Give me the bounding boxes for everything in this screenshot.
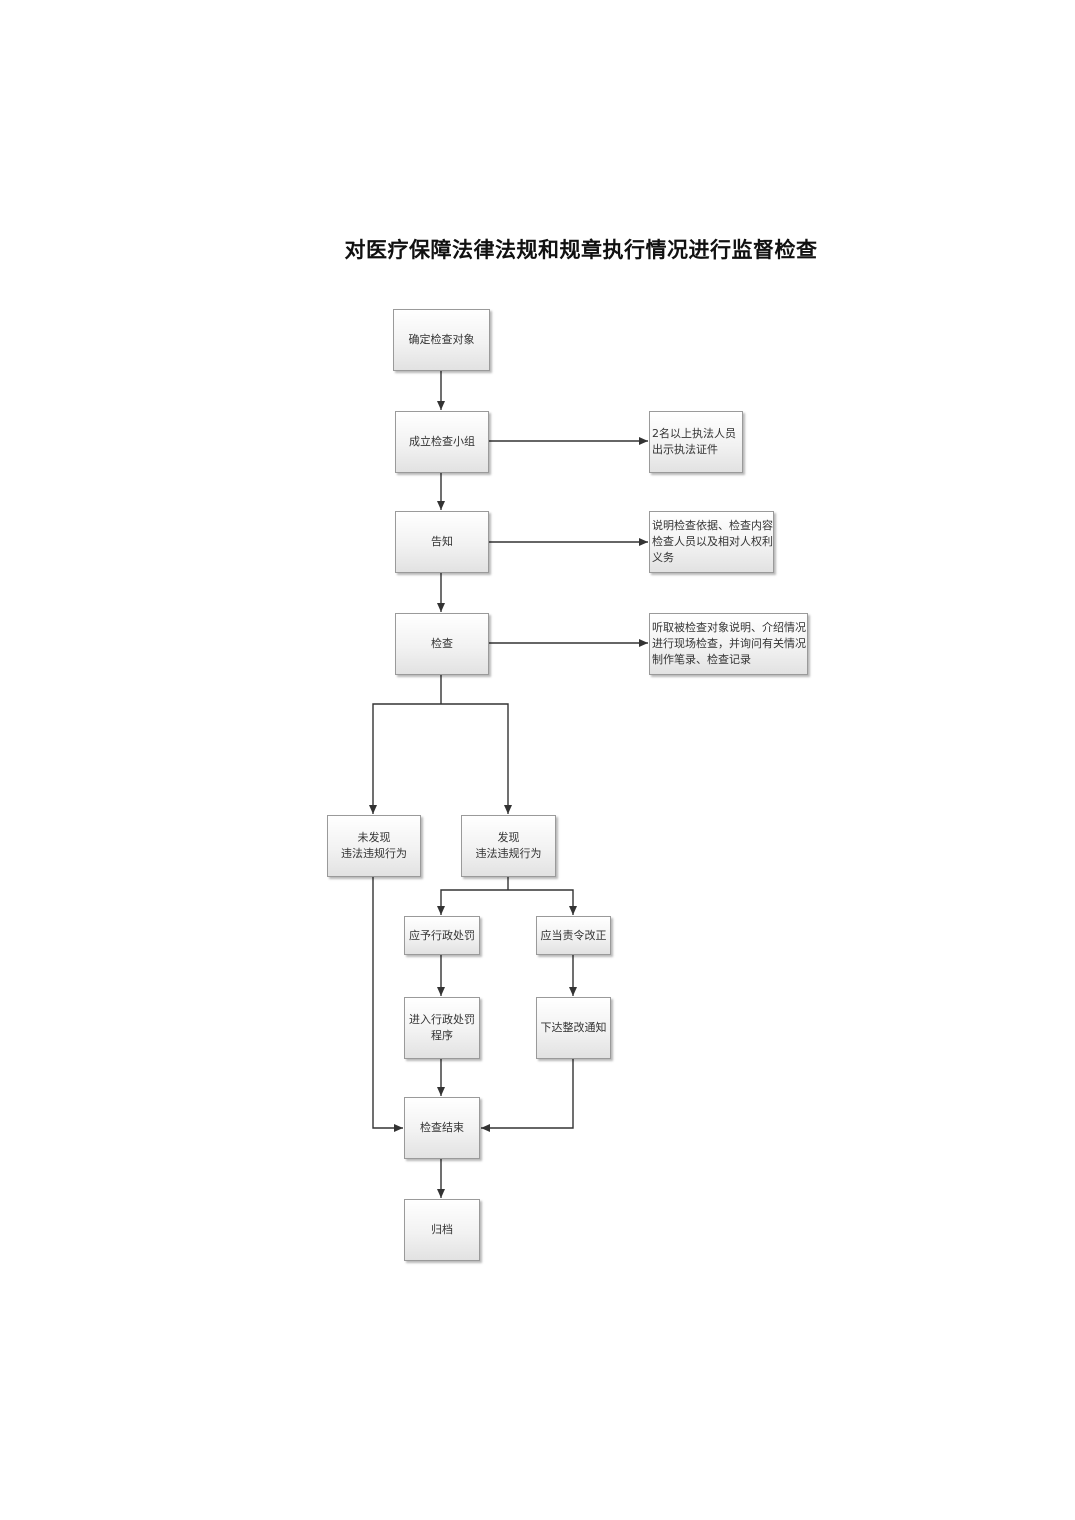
step-inspect-label: 检查 bbox=[431, 637, 453, 650]
note-inspect-content-label: 听取被检查对象说明、介绍情况 进行现场检查，并询问有关情况 制作笔录、检查记录 bbox=[652, 621, 806, 666]
step-penalty-procedure: 进入行政处罚 程序 bbox=[404, 997, 480, 1059]
step-order-correction-label: 应当责令改正 bbox=[540, 928, 607, 942]
step-rectification-notice: 下达整改通知 bbox=[536, 997, 611, 1059]
step-order-correction: 应当责令改正 bbox=[536, 916, 611, 955]
edge-split-n6b bbox=[508, 889, 577, 915]
step-inspect: 检查 bbox=[395, 613, 489, 675]
step-form-team: 成立检查小组 bbox=[395, 411, 489, 473]
step-inspection-end-label: 检查结束 bbox=[420, 1121, 464, 1134]
step-penalty-procedure-label: 进入行政处罚 程序 bbox=[409, 1013, 475, 1042]
step-determine-target-label: 确定检查对象 bbox=[408, 333, 475, 346]
step-determine-target: 确定检查对象 bbox=[393, 309, 490, 371]
step-inspection-end: 检查结束 bbox=[404, 1097, 480, 1159]
step-archive-label: 归档 bbox=[431, 1223, 453, 1236]
step-form-team-label: 成立检查小组 bbox=[409, 435, 475, 448]
step-notify-label: 告知 bbox=[431, 535, 453, 548]
step-notify: 告知 bbox=[395, 511, 489, 573]
diagram-title: 对医疗保障法律法规和规章执行情况进行监督检查 bbox=[344, 237, 818, 262]
step-admin-penalty: 应予行政处罚 bbox=[404, 916, 480, 955]
edge-n7b-n8 bbox=[481, 1059, 574, 1132]
note-team-requirements-label: 2名以上执法人员 出示执法证件 bbox=[652, 427, 736, 456]
branch-violation-found-label: 发现 违法违规行为 bbox=[475, 831, 542, 860]
branch-violation-found: 发现 违法违规行为 bbox=[461, 815, 556, 877]
branch-no-violation-label: 未发现 违法违规行为 bbox=[341, 831, 407, 860]
branch-no-violation: 未发现 违法违规行为 bbox=[327, 815, 421, 877]
step-admin-penalty-label: 应予行政处罚 bbox=[409, 928, 475, 942]
step-archive: 归档 bbox=[404, 1199, 480, 1261]
note-inspect-content: 听取被检查对象说明、介绍情况 进行现场检查，并询问有关情况 制作笔录、检查记录 bbox=[649, 613, 808, 675]
step-rectification-notice-label: 下达整改通知 bbox=[540, 1021, 607, 1034]
edge-split-n5b bbox=[441, 703, 512, 814]
note-notify-content-label: 说明检查依据、检查内容 检查人员以及相对人权利 义务 bbox=[652, 519, 773, 564]
edge-split-n5a bbox=[369, 703, 441, 814]
edge-split-n6a bbox=[437, 889, 508, 915]
note-team-requirements: 2名以上执法人员 出示执法证件 bbox=[649, 411, 743, 473]
edge-n5a-n8 bbox=[372, 877, 403, 1132]
note-notify-content: 说明检查依据、检查内容 检查人员以及相对人权利 义务 bbox=[649, 511, 774, 573]
